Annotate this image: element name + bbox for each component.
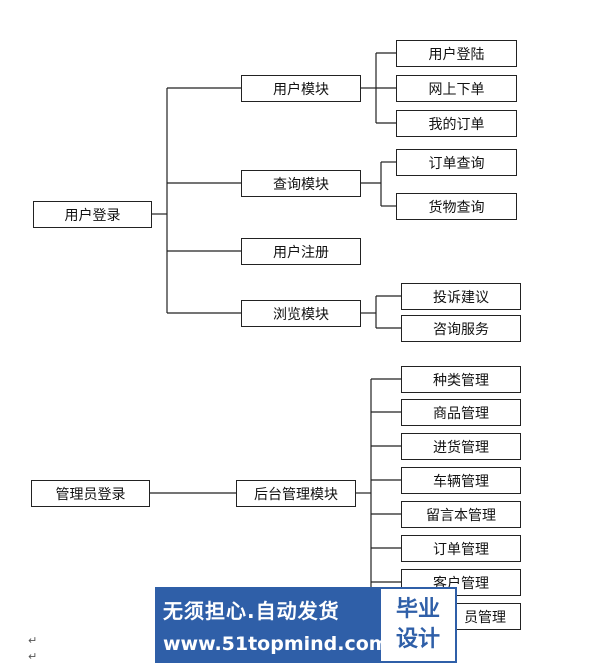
user-register-node: 用户注册 — [241, 238, 361, 265]
online-order-node: 网上下单 — [396, 75, 517, 102]
badge-bottom-text: 设计 — [395, 627, 440, 652]
badge-top-text: 毕业 — [395, 597, 440, 622]
watermark-slogan: 无须担心.自动发货 — [163, 599, 340, 623]
admin-child-node: 种类管理 — [401, 366, 521, 393]
consult-service-node: 咨询服务 — [401, 315, 521, 342]
user-module-node: 用户模块 — [241, 75, 361, 102]
watermark-banner: 无须担心.自动发货 www.51topmind.com 毕业 设计 — [155, 587, 457, 663]
admin-child-node: 商品管理 — [401, 399, 521, 426]
admin-child-node: 车辆管理 — [401, 467, 521, 494]
goods-query-node: 货物查询 — [396, 193, 517, 220]
my-orders-node: 我的订单 — [396, 110, 517, 137]
paragraph-mark-icon: ↵ — [28, 650, 38, 663]
paragraph-mark-icon: ↵ — [28, 634, 38, 647]
user-login-node: 用户登录 — [33, 201, 152, 228]
complaint-node: 投诉建议 — [401, 283, 521, 310]
admin-child-node: 进货管理 — [401, 433, 521, 460]
backend-module-node: 后台管理模块 — [236, 480, 356, 507]
watermark-url: www.51topmind.com — [163, 633, 389, 655]
user-signin-node: 用户登陆 — [396, 40, 517, 67]
order-query-node: 订单查询 — [396, 149, 517, 176]
admin-login-node: 管理员登录 — [31, 480, 150, 507]
watermark-badge: 毕业 设计 — [381, 589, 455, 661]
browse-module-node: 浏览模块 — [241, 300, 361, 327]
admin-child-node: 留言本管理 — [401, 501, 521, 528]
admin-child-node: 订单管理 — [401, 535, 521, 562]
query-module-node: 查询模块 — [241, 170, 361, 197]
